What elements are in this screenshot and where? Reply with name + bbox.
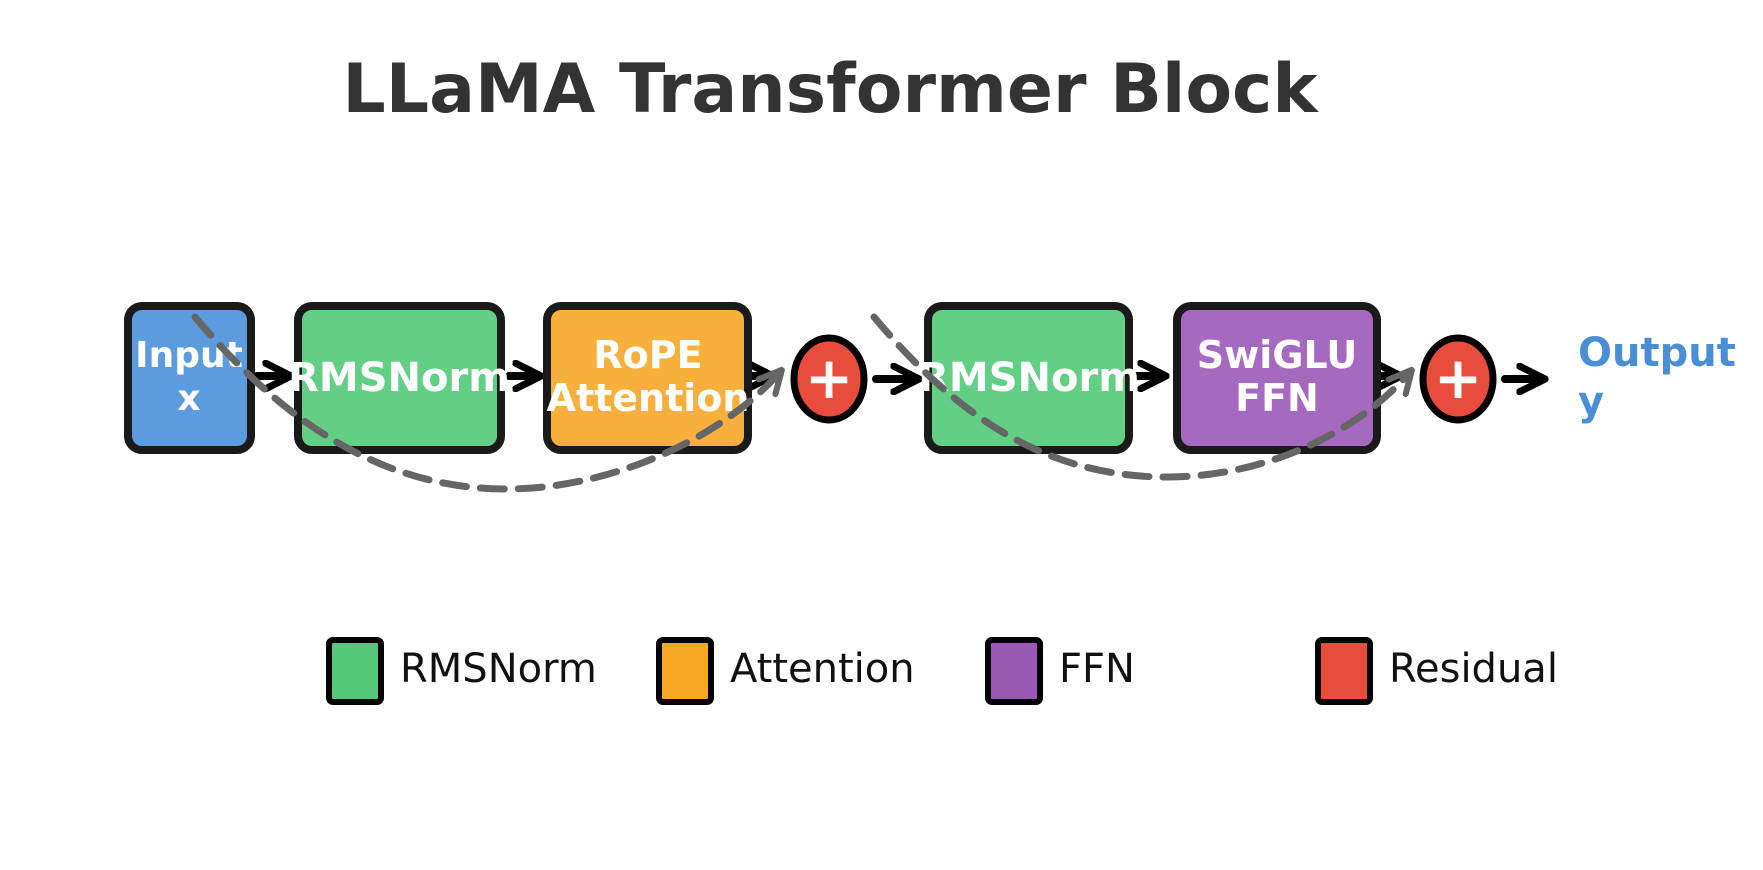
rmsnorm-block-1-label: RMSNorm [288, 355, 510, 401]
diagram-title: LLaMA Transformer Block [342, 50, 1319, 129]
legend: RMSNorm Attention FFN Residual [326, 637, 1558, 705]
legend-label-rmsnorm: RMSNorm [400, 646, 597, 692]
legend-swatch-residual [1315, 637, 1373, 705]
skip-connection-2 [870, 313, 1410, 481]
legend-item-ffn: FFN [985, 637, 1135, 705]
residual-add-1: + [790, 334, 868, 424]
output-label-line-1: Output [1578, 330, 1736, 376]
rmsnorm-block-2: RMSNorm [918, 302, 1140, 454]
rmsnorm-block-2-label: RMSNorm [918, 355, 1140, 401]
residual-skip-connections [191, 313, 1410, 493]
output-label: Output y [1578, 330, 1736, 425]
legend-label-residual: Residual [1389, 646, 1558, 692]
legend-item-residual: Residual [1315, 637, 1558, 705]
legend-swatch-attention [656, 637, 714, 705]
legend-label-attention: Attention [730, 646, 915, 692]
skip-connection-1 [191, 313, 780, 493]
swiglu-ffn-block: SwiGLU FFN [1173, 302, 1381, 454]
residual-add-1-circle [790, 334, 868, 424]
swiglu-ffn-label-line-2: FFN [1235, 376, 1319, 420]
rope-attention-block: RoPE Attention [543, 302, 752, 454]
input-block: Input x [124, 302, 255, 454]
rope-attention-label-line-2: Attention [547, 376, 750, 420]
plus-icon: + [805, 344, 854, 412]
plus-icon: + [1434, 344, 1483, 412]
rmsnorm-block-1-box [294, 302, 505, 454]
residual-add-2: + [1419, 334, 1497, 424]
legend-label-ffn: FFN [1059, 646, 1135, 692]
rope-attention-label-line-1: RoPE [593, 333, 702, 377]
legend-item-rmsnorm: RMSNorm [326, 637, 597, 705]
output-label-line-2: y [1578, 379, 1604, 425]
input-block-label-line-2: x [177, 378, 200, 419]
swiglu-ffn-block-box [1173, 302, 1381, 454]
legend-swatch-rmsnorm [326, 637, 384, 705]
rope-attention-block-box [543, 302, 752, 454]
legend-item-attention: Attention [656, 637, 915, 705]
residual-add-2-circle [1419, 334, 1497, 424]
rmsnorm-block-1: RMSNorm [288, 302, 510, 454]
swiglu-ffn-label-line-1: SwiGLU [1197, 333, 1357, 377]
legend-swatch-ffn [985, 637, 1043, 705]
